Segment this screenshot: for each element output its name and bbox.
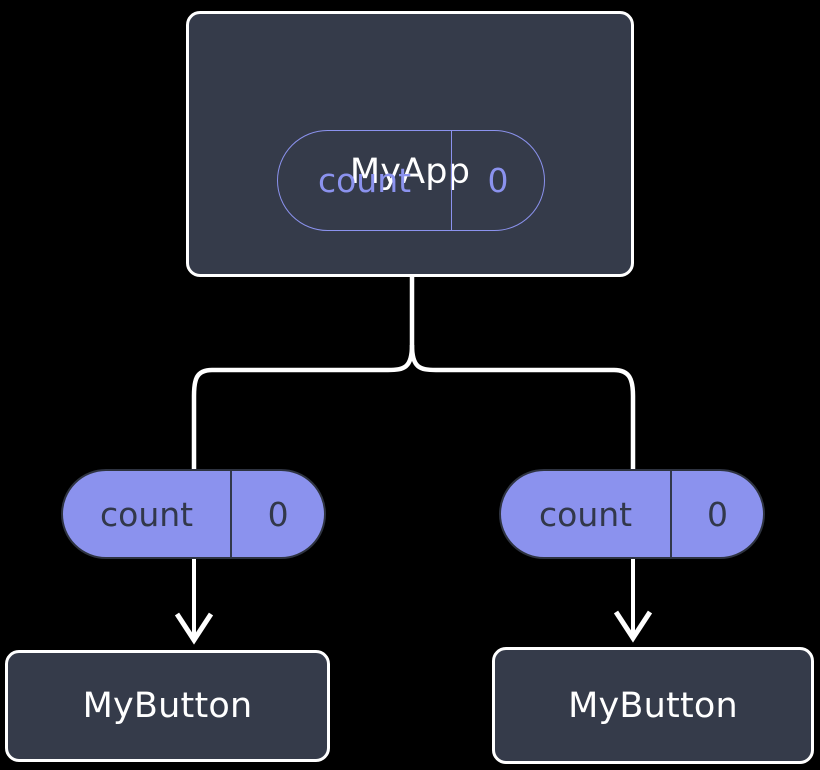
state-pill-key: count [538, 494, 633, 534]
state-pill-key: count [317, 161, 412, 200]
state-pill-left-count[interactable]: count 0 [61, 469, 326, 559]
state-pill-right-count[interactable]: count 0 [499, 469, 765, 559]
edge-split-right [409, 344, 636, 470]
arrowhead-left [174, 612, 214, 645]
state-pill-value: 0 [230, 471, 324, 557]
state-pill-myapp-count[interactable]: count 0 [277, 130, 545, 231]
component-node-mybutton-right[interactable]: MyButton [492, 647, 814, 764]
state-pill-key: count [100, 494, 194, 534]
state-pill-value: 0 [670, 471, 763, 557]
state-pill-value: 0 [451, 131, 544, 230]
edge-split-left [191, 344, 415, 470]
arrowhead-right [613, 610, 653, 643]
component-title: MyButton [568, 685, 738, 726]
component-node-mybutton-left[interactable]: MyButton [5, 650, 330, 762]
component-title: MyButton [82, 686, 253, 726]
